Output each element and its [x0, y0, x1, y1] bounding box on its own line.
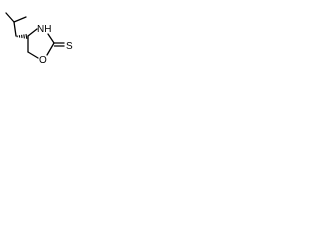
structure-drawing: NH O S — [5, 12, 73, 66]
bond-methyl-left — [5, 12, 15, 23]
stereo-hashed-wedge — [16, 33, 28, 39]
bond-methyl-right — [13, 16, 27, 23]
bond-c2-o1 — [46, 42, 55, 56]
bond-c4-n3 — [27, 28, 38, 37]
atom-label-nh: NH — [37, 24, 51, 35]
atom-label-oxygen: O — [39, 55, 47, 66]
bond-isopropyl-to-ring — [13, 21, 17, 37]
bond-o1-c5 — [27, 51, 39, 59]
atom-label-sulfur: S — [66, 41, 73, 52]
molecule-diagram: NH O S — [0, 0, 79, 69]
bond-n3-c2 — [47, 33, 55, 44]
